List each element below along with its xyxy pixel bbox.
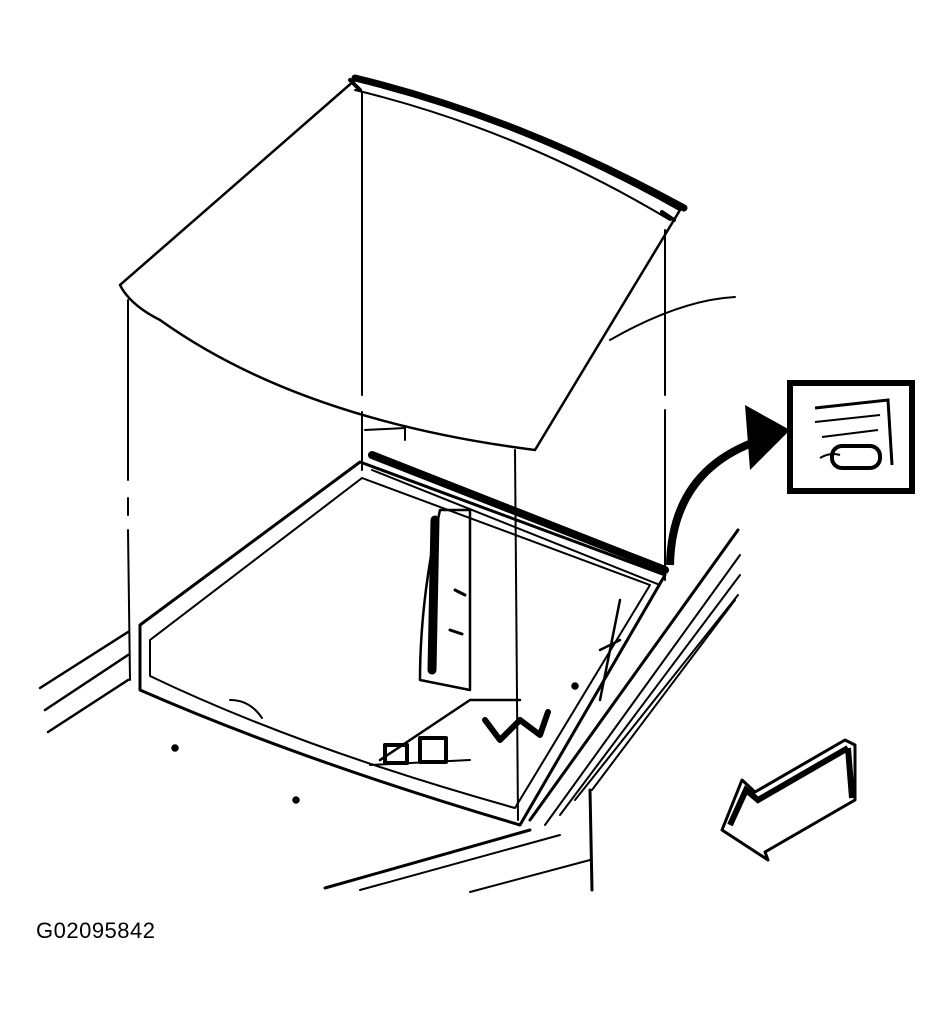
interior-structure: [229, 508, 622, 766]
alignment-lines: [127, 91, 666, 821]
curved-leader-arrow-icon: [666, 405, 790, 566]
contour-line: [609, 296, 736, 341]
figure-id-label: G02095842: [36, 918, 156, 943]
front-direction-arrow-icon: [720, 738, 857, 862]
detail-callout-icon: [787, 380, 915, 494]
body-surfaces: [38, 528, 741, 893]
roof-frame: [138, 427, 669, 827]
headliner-panel: [118, 74, 688, 452]
